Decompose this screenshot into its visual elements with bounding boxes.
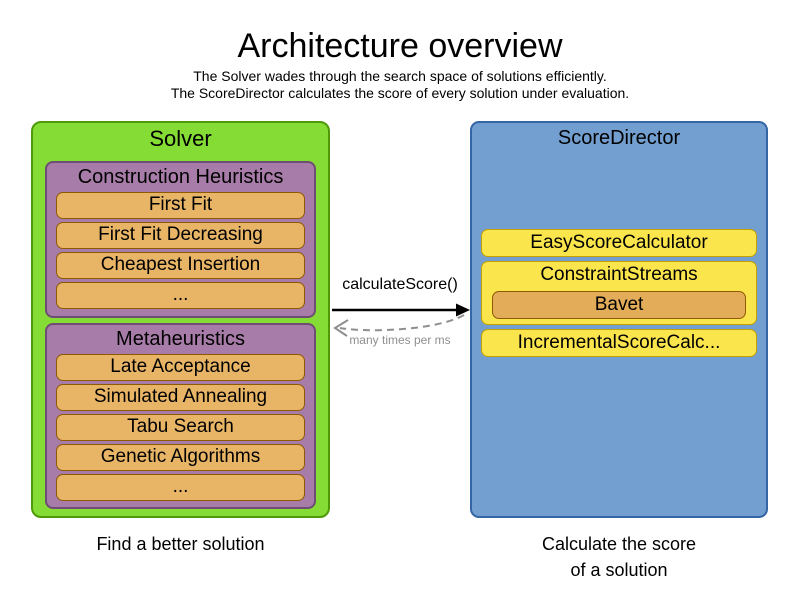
algorithm-item: Late Acceptance [56,354,305,381]
page-title: Architecture overview [237,27,563,65]
subtitle-line-1: The Solver wades through the search spac… [193,68,607,84]
algorithm-item-ellipsis: ... [56,474,305,501]
construction-heuristics-items: First Fit First Fit Decreasing Cheapest … [56,192,305,312]
scoredirector-caption: Calculate the score of a solution [470,531,768,583]
algorithm-item: Simulated Annealing [56,384,305,411]
algorithm-item: Tabu Search [56,414,305,441]
solver-caption: Find a better solution [96,534,265,554]
subtitle-line-2: The ScoreDirector calculates the score o… [170,85,630,101]
algorithm-item: Genetic Algorithms [56,444,305,471]
algorithm-item: First Fit Decreasing [56,222,305,249]
metaheuristics-label: Metaheuristics [116,328,245,350]
solver-box: Solver Construction Heuristics First Fit… [31,121,330,518]
scoredirector-caption-line-1: Calculate the score [541,534,697,554]
algorithm-item: Cheapest Insertion [56,252,305,279]
scoredirector-caption-line-2: of a solution [570,560,668,580]
calculate-score-label: calculateScore() [342,276,458,293]
frequency-label: many times per ms [349,333,451,347]
scoredirector-label: ScoreDirector [557,127,681,149]
metaheuristics-box: Metaheuristics Late Acceptance Simulated… [45,323,316,509]
constraint-streams-box: ConstraintStreams Bavet [481,261,757,325]
metaheuristics-items: Late Acceptance Simulated Annealing Tabu… [56,354,305,504]
incremental-score-calculator-box: IncrementalScoreCalc... [481,329,757,357]
construction-heuristics-box: Construction Heuristics First Fit First … [45,161,316,318]
algorithm-item-ellipsis: ... [56,282,305,309]
scoredirector-box: ScoreDirector EasyScoreCalculator Constr… [470,121,768,518]
bavet-box: Bavet [492,291,746,319]
algorithm-item: First Fit [56,192,305,219]
calculate-score-arrow [332,303,470,317]
solver-label: Solver [149,126,212,151]
easy-score-calculator-box: EasyScoreCalculator [481,229,757,257]
construction-heuristics-label: Construction Heuristics [77,166,284,188]
constraint-streams-label: ConstraintStreams [540,264,698,285]
